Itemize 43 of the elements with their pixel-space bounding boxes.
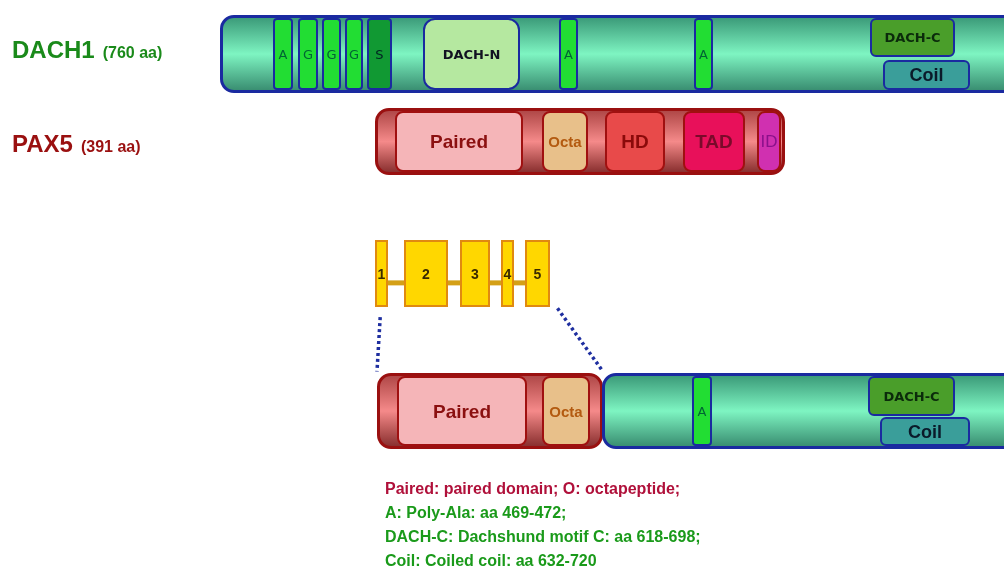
fusion-segment-bar [377, 373, 603, 449]
legend-note: A: Poly-Ala: aa 469-472; [385, 503, 568, 523]
domain-box: TAD [683, 111, 745, 172]
domain-box: A [273, 18, 293, 90]
protein-name: PAX5 [12, 129, 73, 159]
protein-name: DACH1 [12, 35, 95, 65]
intron-line [490, 280, 501, 286]
domain-box: A [692, 376, 712, 446]
domain-box: DACH-C [868, 376, 955, 416]
domain-box: G [345, 18, 363, 90]
protein-length: (760 aa) [102, 43, 163, 63]
dotted-line [556, 307, 605, 373]
domain-box: HD [605, 111, 665, 172]
fusion-segment-bar [602, 373, 1004, 449]
exon-box: 1 [375, 240, 388, 307]
domain-box: G [298, 18, 318, 90]
protein-bar [375, 108, 785, 175]
protein-bar [220, 15, 1004, 93]
domain-box: Paired [397, 376, 527, 446]
domain-box: S [367, 18, 392, 90]
exon-box: 4 [501, 240, 514, 307]
dotted-line [375, 316, 382, 372]
domain-box: ID [757, 111, 781, 172]
exon-box: 5 [525, 240, 550, 307]
legend-note: Coil: Coiled coil: aa 632-720 [385, 551, 598, 571]
legend-note: Paired: paired domain; O: octapeptide; [385, 479, 682, 499]
domain-box: A [694, 18, 713, 90]
protein-length: (391 aa) [80, 137, 141, 157]
domain-box: A [559, 18, 578, 90]
intron-line [514, 280, 525, 286]
domain-box: Coil [883, 60, 970, 90]
legend-note: DACH-C: Dachshund motif C: aa 618-698; [385, 527, 701, 547]
domain-box: DACH-C [870, 18, 955, 57]
domain-box: G [322, 18, 341, 90]
exon-box: 3 [460, 240, 490, 307]
domain-box: DACH-N [423, 18, 520, 90]
domain-box: Octa [542, 111, 588, 172]
domain-box: Paired [395, 111, 523, 172]
domain-box: Octa [542, 376, 590, 446]
intron-line [388, 280, 404, 286]
exon-box: 2 [404, 240, 448, 307]
domain-box: Coil [880, 417, 970, 446]
intron-line [448, 280, 460, 286]
